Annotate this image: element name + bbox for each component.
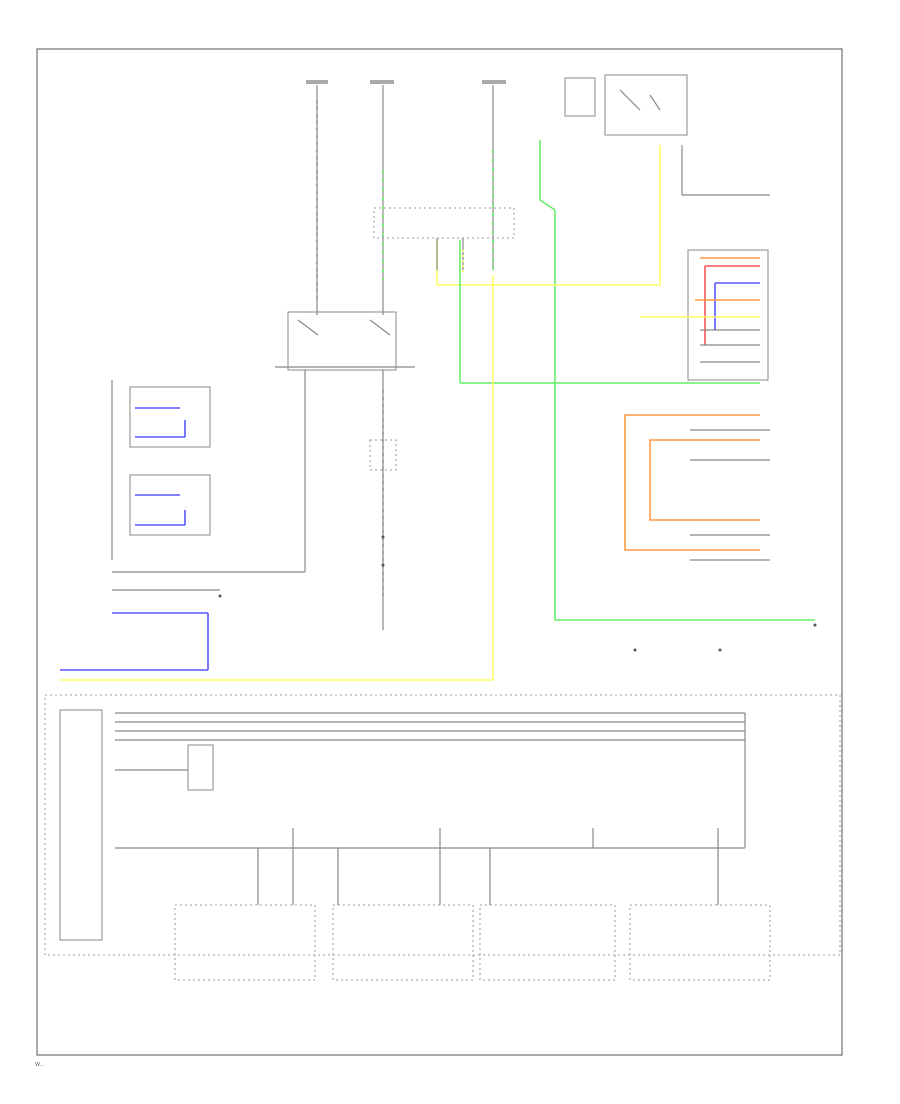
diagram-frame (36, 48, 843, 1056)
right-connector-stack (459, 240, 769, 384)
controller-block (44, 694, 841, 956)
junction-dots (218, 535, 817, 652)
junction-connector (373, 207, 515, 275)
main-relay (112, 311, 415, 630)
fuse-feeds (306, 80, 506, 315)
bottom-sensors (174, 828, 771, 981)
left-solenoid-blocks (111, 380, 211, 560)
left-harness (60, 275, 494, 681)
suspension-sensor-loop (624, 414, 770, 561)
diagram-code: W... (35, 1062, 45, 1068)
